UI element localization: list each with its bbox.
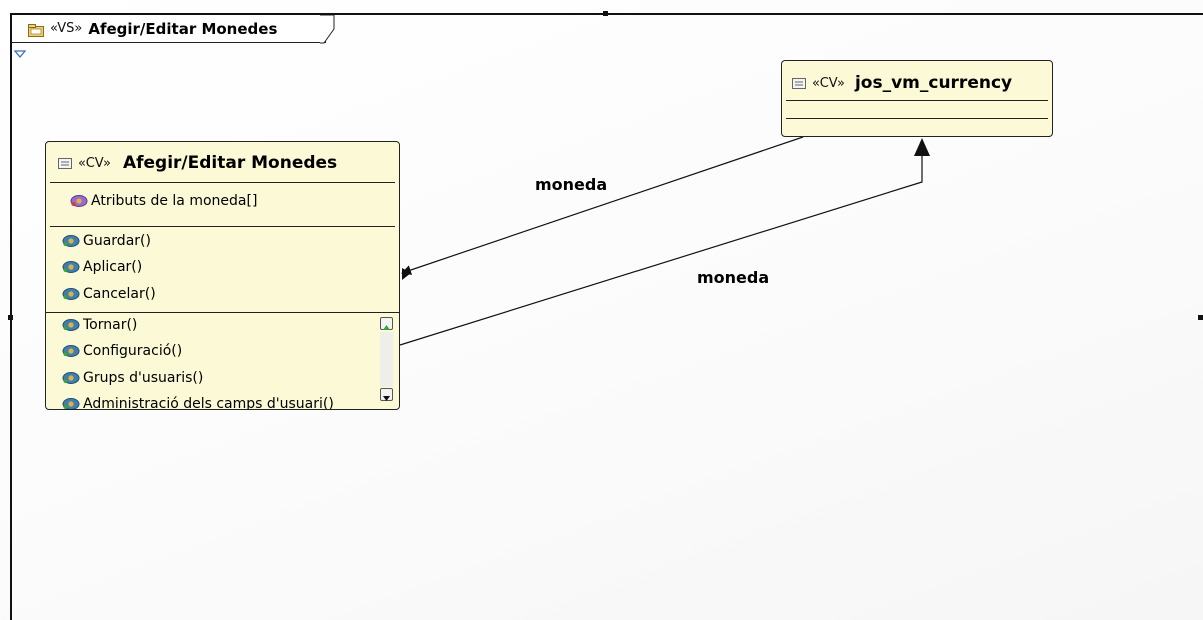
class-title: jos_vm_currency bbox=[854, 73, 1013, 93]
association-line-lower bbox=[399, 142, 923, 346]
frame-tab-corner bbox=[320, 15, 335, 44]
operation-item[interactable]: Grups d'usuaris() bbox=[62, 370, 203, 386]
association-arrowhead-upper bbox=[402, 268, 411, 280]
frame-title-tab[interactable]: «VS» Afegir/Editar Monedes bbox=[12, 15, 326, 43]
class-stereotype: «CV» bbox=[812, 75, 845, 91]
scrollbar-track[interactable] bbox=[380, 332, 393, 387]
frame-left-handle[interactable] bbox=[8, 315, 13, 320]
attribute-compartment-divider bbox=[50, 182, 395, 183]
attribute-compartment-divider bbox=[786, 100, 1048, 101]
operation-icon bbox=[62, 319, 80, 331]
operation-item[interactable]: Configuració() bbox=[62, 343, 182, 359]
operation-item[interactable]: Cancelar() bbox=[62, 286, 156, 302]
operation-name: Configuració() bbox=[83, 343, 183, 359]
operation-name: Tornar() bbox=[83, 317, 138, 333]
association-label-lower[interactable]: moneda bbox=[697, 268, 770, 287]
class-icon bbox=[792, 77, 806, 89]
class-header: «CV» Afegir/Editar Monedes bbox=[58, 153, 337, 173]
operation-compartment-divider bbox=[50, 226, 395, 227]
class-header: «CV» jos_vm_currency bbox=[792, 73, 1012, 93]
frame-title: Afegir/Editar Monedes bbox=[88, 19, 278, 38]
attribute-name: Atributs de la moneda[] bbox=[91, 193, 258, 209]
attribute-icon bbox=[70, 195, 88, 207]
operation-name: Grups d'usuaris() bbox=[83, 370, 204, 386]
operation-item[interactable]: Administració dels camps d'usuari() bbox=[62, 396, 334, 410]
class-icon bbox=[58, 157, 72, 169]
operation-item[interactable]: Guardar() bbox=[62, 233, 151, 249]
operation-icon bbox=[62, 288, 80, 300]
frame-right-handle[interactable] bbox=[1198, 315, 1203, 320]
operation-icon bbox=[62, 235, 80, 247]
scroll-up-icon bbox=[383, 325, 390, 330]
operation-icon bbox=[62, 372, 80, 384]
operation-icon bbox=[62, 398, 80, 409]
scroll-up-button[interactable] bbox=[380, 317, 393, 330]
attribute-item[interactable]: Atributs de la moneda[] bbox=[70, 193, 257, 209]
compartment-divider bbox=[46, 312, 399, 313]
operation-name: Cancelar() bbox=[83, 286, 156, 302]
operation-icon bbox=[62, 345, 80, 357]
association-label-upper[interactable]: moneda bbox=[535, 175, 608, 194]
class-title: Afegir/Editar Monedes bbox=[122, 153, 338, 173]
operation-item[interactable]: Tornar() bbox=[62, 317, 137, 333]
operation-compartment-divider bbox=[786, 118, 1048, 119]
association-line-upper bbox=[401, 136, 804, 275]
collapse-triangle-icon[interactable] bbox=[14, 49, 26, 59]
association-arrowhead-lower bbox=[914, 138, 930, 156]
class-afegir-editar-monedes[interactable]: «CV» Afegir/Editar Monedes Atributs de l… bbox=[45, 141, 400, 410]
operation-name: Administració dels camps d'usuari() bbox=[83, 396, 334, 410]
operation-item[interactable]: Aplicar() bbox=[62, 259, 142, 275]
scroll-down-button[interactable] bbox=[380, 388, 393, 401]
scroll-down-icon bbox=[383, 396, 390, 401]
class-stereotype: «CV» bbox=[78, 155, 111, 171]
frame-stereotype: «VS» bbox=[50, 21, 83, 36]
frame-top-handle[interactable] bbox=[603, 11, 608, 16]
operation-name: Aplicar() bbox=[83, 259, 143, 275]
package-icon bbox=[28, 22, 44, 37]
class-jos-vm-currency[interactable]: «CV» jos_vm_currency bbox=[781, 60, 1053, 137]
operation-name: Guardar() bbox=[83, 233, 151, 249]
operation-icon bbox=[62, 261, 80, 273]
